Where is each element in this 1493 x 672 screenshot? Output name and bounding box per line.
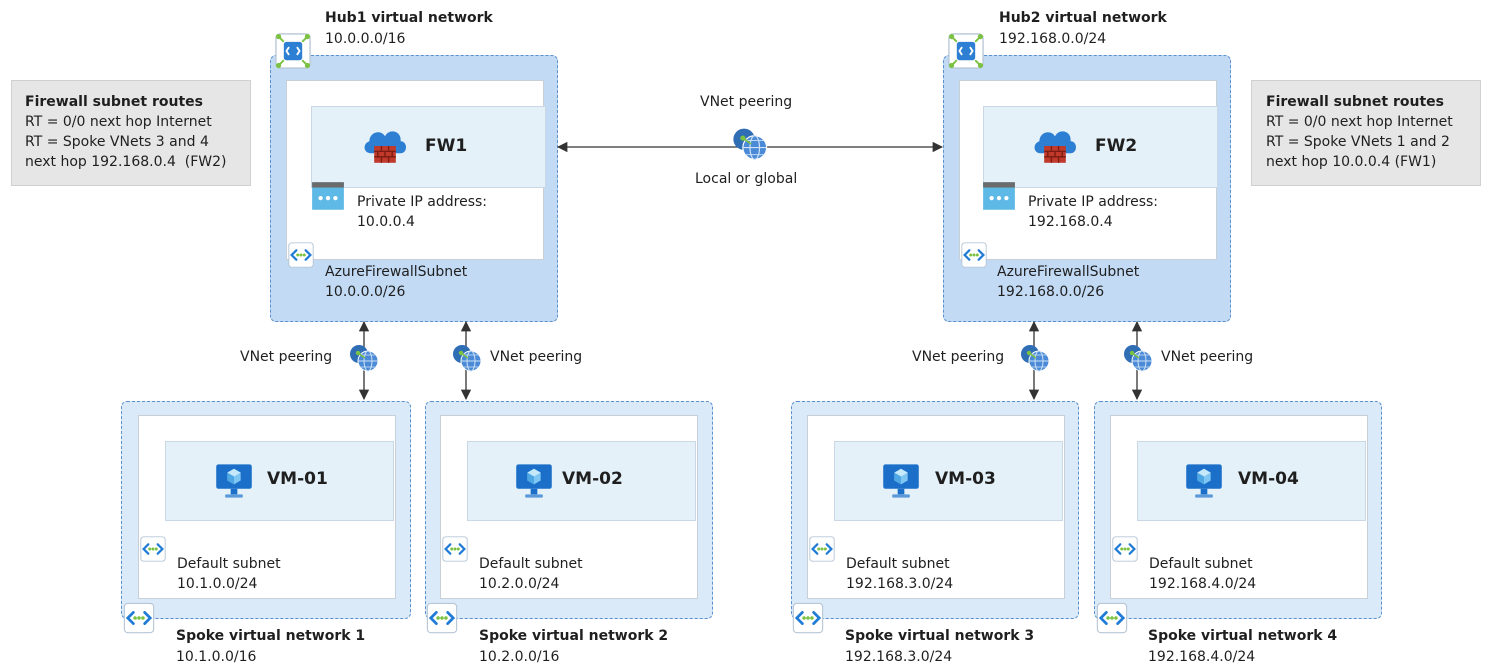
hub2-subnet-name: AzureFirewallSubnet: [997, 264, 1140, 280]
spoke4-vm-card: [1137, 441, 1366, 521]
hub1-route-line-1: RT = 0/0 next hop Internet: [25, 114, 212, 130]
spoke3-cidr: 192.168.3.0/24: [845, 649, 953, 665]
spoke1-subnet-name: Default subnet: [177, 556, 281, 572]
hub1-cidr: 10.0.0.0/16: [325, 31, 406, 47]
spoke3-subnet-name: Default subnet: [846, 556, 950, 572]
spoke1-vm-name: VM-01: [267, 469, 328, 489]
hub1-title: Hub1 virtual network: [325, 10, 493, 26]
spoke1-peering-label: VNet peering: [240, 349, 333, 365]
hub2-subnet-cidr: 192.168.0.0/26: [997, 284, 1105, 300]
spoke4-title: Spoke virtual network 4: [1148, 628, 1338, 644]
fw1-label: FW1: [425, 136, 468, 156]
fw2-ip-label: Private IP address:: [1028, 194, 1158, 210]
spoke1-cidr: 10.1.0.0/16: [176, 649, 257, 665]
hub1-route-line-3: next hop 192.168.0.4 (FW2): [25, 154, 227, 170]
spoke3-peering-label: VNet peering: [912, 349, 1005, 365]
hub-peering-scope-label: Local or global: [695, 171, 798, 187]
spoke3-vm-card: [834, 441, 1063, 521]
spoke2-cidr: 10.2.0.0/16: [479, 649, 560, 665]
peering-icon: [451, 342, 483, 374]
spoke2-vm-card: [467, 441, 696, 521]
hub1-subnet-cidr: 10.0.0.0/26: [325, 284, 406, 300]
hub2-routes-box: Firewall subnet routes RT = 0/0 next hop…: [1251, 80, 1481, 186]
spoke3-title: Spoke virtual network 3: [845, 628, 1035, 644]
peering-icon: [348, 342, 380, 374]
peering-icon: [731, 125, 769, 163]
peering-icon: [1122, 342, 1154, 374]
fw2-ip: 192.168.0.4: [1028, 214, 1113, 230]
hub2-cidr: 192.168.0.0/24: [999, 31, 1107, 47]
hub1-routes-title: Firewall subnet routes: [25, 94, 203, 110]
fw1-ip-label: Private IP address:: [357, 194, 487, 210]
spoke4-vm-name: VM-04: [1238, 469, 1299, 489]
peering-icon: [1019, 342, 1051, 374]
spoke2-peering-label: VNet peering: [490, 349, 583, 365]
spoke3-vm-name: VM-03: [935, 469, 996, 489]
fw1-ip: 10.0.0.4: [357, 214, 415, 230]
spoke4-cidr: 192.168.4.0/24: [1148, 649, 1256, 665]
hub2-route-line-1: RT = 0/0 next hop Internet: [1266, 114, 1453, 130]
fw2-label: FW2: [1095, 136, 1138, 156]
hub2-routes-title: Firewall subnet routes: [1266, 94, 1444, 110]
spoke1-vm-card: [165, 441, 394, 521]
hub2-route-line-3: next hop 10.0.0.4 (FW1): [1266, 154, 1437, 170]
spoke1-title: Spoke virtual network 1: [176, 628, 366, 644]
hub2-firewall-card: [983, 106, 1218, 188]
spoke4-subnet-name: Default subnet: [1149, 556, 1253, 572]
spoke4-subnet-cidr: 192.168.4.0/24: [1149, 576, 1257, 592]
spoke2-title: Spoke virtual network 2: [479, 628, 669, 644]
hub1-route-line-2: RT = Spoke VNets 3 and 4: [25, 134, 209, 150]
spoke2-subnet-name: Default subnet: [479, 556, 583, 572]
hub2-route-line-2: RT = Spoke VNets 1 and 2: [1266, 134, 1450, 150]
hub1-subnet-name: AzureFirewallSubnet: [325, 264, 468, 280]
spoke4-peering-label: VNet peering: [1161, 349, 1254, 365]
hub1-firewall-card: [311, 106, 546, 188]
spoke1-subnet-cidr: 10.1.0.0/24: [177, 576, 258, 592]
spoke2-subnet-cidr: 10.2.0.0/24: [479, 576, 560, 592]
hub-peering-label: VNet peering: [700, 94, 793, 110]
hub1-routes-box: Firewall subnet routes RT = 0/0 next hop…: [11, 80, 251, 186]
hub2-title: Hub2 virtual network: [999, 10, 1167, 26]
spoke3-subnet-cidr: 192.168.3.0/24: [846, 576, 954, 592]
spoke2-vm-name: VM-02: [562, 469, 623, 489]
